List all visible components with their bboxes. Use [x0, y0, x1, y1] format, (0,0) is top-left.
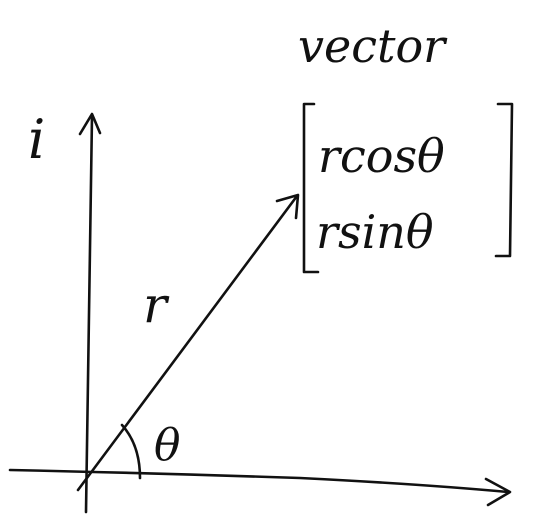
angle-arc — [120, 423, 142, 480]
matrix-left-bracket — [302, 102, 320, 274]
vertical-axis-label: i — [28, 108, 45, 171]
horizontal-axis-arrowhead — [484, 477, 512, 507]
matrix-entry-bottom: rsinθ — [316, 205, 434, 259]
vector-title: vector — [298, 19, 448, 73]
vector-arrow — [76, 193, 300, 492]
vertical-axis — [78, 112, 102, 514]
matrix-right-bracket — [494, 102, 514, 258]
magnitude-label: r — [143, 276, 170, 334]
vector-arrowhead — [275, 193, 300, 220]
matrix-entry-top: rcosθ — [318, 129, 445, 183]
vertical-axis-arrowhead — [78, 112, 102, 136]
angle-label: θ — [154, 420, 181, 471]
